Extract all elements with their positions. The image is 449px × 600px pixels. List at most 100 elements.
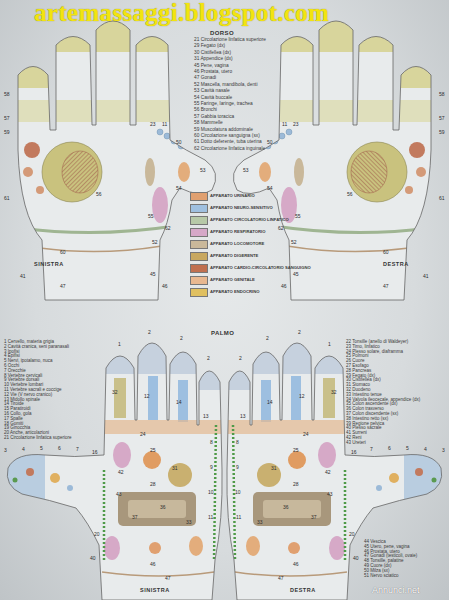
callout-number: 37	[132, 515, 138, 520]
legend-text: APPARATO CARDIO-CIRCOLATORIO SANGUIGNO	[210, 266, 311, 270]
callout-number: 47	[165, 576, 171, 581]
callout-number: 2	[148, 330, 151, 335]
callout-number: 12	[299, 394, 305, 399]
callout-number: 2	[266, 336, 269, 341]
callout-number: 60	[383, 250, 389, 255]
callout-number: 41	[423, 274, 429, 279]
legend-swatch	[190, 192, 208, 201]
callout-number: 24	[303, 432, 309, 437]
callout-number: 3	[442, 448, 445, 453]
legend-text: APPARATO CIRCOLATORIO LINFATICO	[210, 218, 289, 222]
callout-number: 40	[353, 556, 359, 561]
callout-number: 50	[267, 140, 273, 145]
callout-number: 9	[210, 465, 213, 470]
callout-number: 45	[293, 272, 299, 277]
callout-number: 28	[150, 482, 156, 487]
callout-number: 10	[208, 490, 214, 495]
callout-number: 5	[406, 446, 409, 451]
callout-number: 36	[160, 505, 166, 510]
callout-number: 42	[325, 470, 331, 475]
callout-number: 36	[283, 505, 289, 510]
callout-number: 23	[150, 122, 156, 127]
callout-number: 46	[281, 284, 287, 289]
callout-number: 16	[351, 450, 357, 455]
callout-number: 25	[150, 448, 156, 453]
callout-number: 1	[328, 342, 331, 347]
callout-number: 57	[4, 116, 10, 121]
callout-number: 2	[207, 356, 210, 361]
callout-number: 32	[331, 390, 337, 395]
legend-swatch	[190, 276, 208, 285]
section-heading: DORSO	[210, 30, 234, 36]
callout-number: 47	[278, 576, 284, 581]
callout-number: 56	[347, 192, 353, 197]
callout-number: 23	[293, 122, 299, 127]
list-item: 5 Nervi, ipotalamo, nuca	[4, 359, 53, 364]
callout-number: 46	[162, 284, 168, 289]
callout-number: 55	[148, 214, 154, 219]
side-label: SINISTRA	[140, 588, 170, 594]
callout-number: 33	[186, 520, 192, 525]
watermark: Annunci.net	[372, 586, 420, 595]
legend-text: APPARATO RESPIRATORIO	[210, 230, 265, 234]
callout-number: 40	[90, 556, 96, 561]
callout-number: 33	[257, 520, 263, 525]
list-item: 20 Anche, articolazioni	[4, 431, 49, 436]
callout-number: 10	[235, 490, 241, 495]
legend-text: APPARATO LOCOMOTORE	[210, 242, 264, 246]
list-item: 55 Faringe, laringe, trachea	[194, 102, 253, 107]
list-item: 61 Dotto deferente, tuba uterina	[194, 140, 262, 145]
callout-number: 60	[60, 250, 66, 255]
callout-number: 53	[243, 168, 249, 173]
callout-number: 6	[58, 446, 61, 451]
list-item: 48 Tonsille, palatine	[364, 559, 403, 564]
callout-number: 55	[295, 214, 301, 219]
callout-number: 43	[116, 492, 122, 497]
legend-swatch	[190, 216, 208, 225]
side-label: DESTRA	[383, 262, 409, 268]
callout-number: 62	[165, 226, 171, 231]
callout-number: 31	[271, 466, 277, 471]
callout-number: 11	[236, 515, 241, 520]
callout-number: 58	[439, 92, 445, 97]
callout-number: 41	[20, 274, 26, 279]
callout-number: 32	[112, 390, 118, 395]
callout-number: 43	[327, 492, 333, 497]
callout-number: 42	[118, 470, 124, 475]
callout-number: 2	[239, 356, 242, 361]
list-item: 43 Ureteri	[346, 441, 366, 446]
watermark: artemassaggi.blogspot.com	[34, 0, 329, 25]
list-item: 58 Mammelle	[194, 121, 223, 126]
list-item: 60 Circolazione sanguigna (sx)	[194, 134, 260, 139]
list-item: 57 Gabbia toracica	[194, 115, 234, 120]
callout-number: 14	[267, 400, 273, 405]
callout-number: 4	[424, 447, 427, 452]
callout-number: 61	[439, 196, 445, 201]
callout-number: 12	[144, 394, 150, 399]
callout-number: 45	[150, 272, 156, 277]
callout-number: 11	[282, 122, 287, 127]
section-heading: PALMO	[211, 330, 234, 336]
list-item: 54 Cavità buccale	[194, 96, 232, 101]
callout-number: 1	[118, 342, 121, 347]
legend-text: APPARATO ENDOCRINO	[210, 290, 260, 294]
callout-number: 54	[267, 186, 273, 191]
callout-number: 20	[349, 532, 355, 537]
callout-number: 5	[40, 446, 43, 451]
callout-number: 20	[94, 532, 100, 537]
callout-number: 8	[210, 440, 213, 445]
callout-number: 56	[96, 192, 102, 197]
callout-number: 58	[4, 92, 10, 97]
callout-number: 54	[176, 186, 182, 191]
callout-number: 62	[278, 226, 284, 231]
legend-swatch	[190, 240, 208, 249]
list-item: 47 Gonadi	[194, 76, 216, 81]
callout-number: 11	[162, 122, 167, 127]
legend-swatch	[190, 252, 208, 261]
list-item: 62 Circolazione linfatica inguinale	[194, 147, 265, 152]
callout-number: 7	[370, 447, 373, 452]
list-item: 45 Pene, vagina	[194, 64, 229, 69]
callout-number: 37	[311, 515, 317, 520]
callout-number: 13	[203, 414, 209, 419]
